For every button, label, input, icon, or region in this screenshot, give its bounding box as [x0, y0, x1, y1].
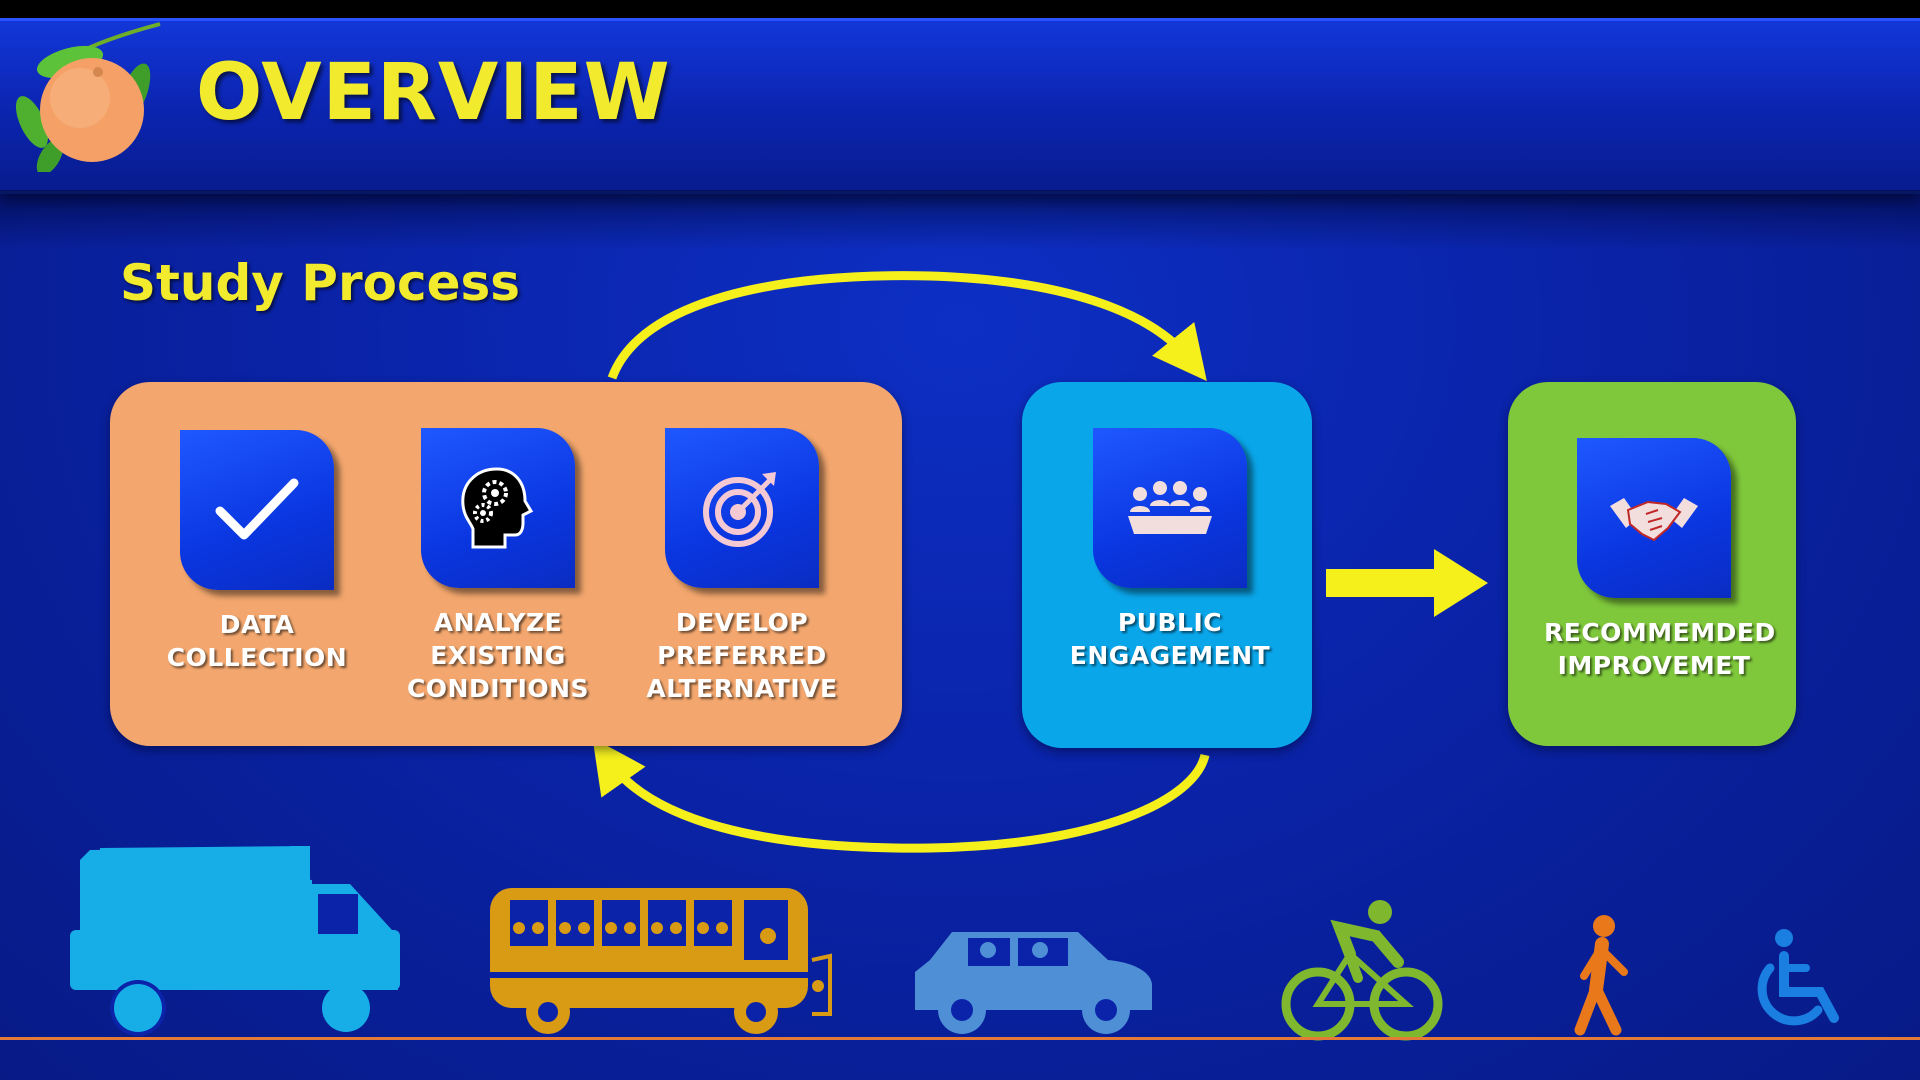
step-analyze-existing-conditions[interactable]: ANALYZE EXISTING CONDITIONS	[388, 428, 608, 705]
top-strip	[0, 0, 1920, 18]
step-label: RECOMMEMDED IMPROVEMET	[1544, 618, 1776, 680]
step-tile	[1093, 428, 1247, 588]
section-title: Study Process	[120, 254, 521, 312]
head-gears-icon	[461, 467, 534, 549]
upper-cycle-arrow	[607, 271, 1207, 382]
header-shadow	[0, 190, 1920, 250]
step-label: ANALYZE EXISTING CONDITIONS	[406, 608, 590, 703]
right-arrow-icon	[1326, 549, 1488, 617]
pedestrian-icon	[1574, 915, 1628, 1036]
school-bus-icon	[490, 888, 832, 1034]
step-data-collection[interactable]: DATA COLLECTION	[147, 430, 367, 674]
step-label: DEVELOP PREFERRED ALTERNATIVE	[646, 608, 838, 703]
step-tile	[421, 428, 575, 588]
step-recommended-improvement[interactable]: RECOMMEMDED IMPROVEMET	[1544, 438, 1776, 682]
step-tile	[1577, 438, 1731, 598]
step-tile	[665, 428, 819, 588]
orange-fruit-logo-icon	[15, 22, 161, 172]
step-tile	[180, 430, 334, 590]
wheelchair-icon	[1757, 929, 1839, 1026]
ground-line	[0, 1037, 1920, 1040]
handshake-icon	[1610, 498, 1698, 542]
bicycle-rider-icon	[1281, 900, 1443, 1041]
step-label: DATA COLLECTION	[166, 610, 348, 672]
meeting-group-icon	[1128, 481, 1212, 534]
lower-cycle-arrow	[592, 737, 1210, 853]
car-icon	[915, 932, 1152, 1034]
step-public-engagement[interactable]: PUBLIC ENGAGEMENT	[1060, 428, 1280, 672]
step-label: PUBLIC ENGAGEMENT	[1069, 608, 1271, 670]
checkmark-icon	[215, 478, 299, 540]
page-title: OVERVIEW	[196, 48, 671, 138]
dump-truck-icon	[70, 846, 400, 1036]
target-icon	[703, 472, 776, 547]
step-develop-preferred-alternative[interactable]: DEVELOP PREFERRED ALTERNATIVE	[632, 428, 852, 705]
